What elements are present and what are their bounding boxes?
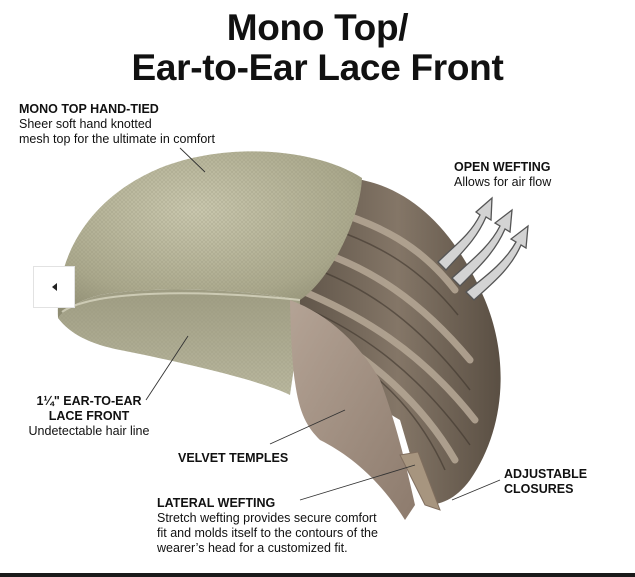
velvet-temples-heading: VELVET TEMPLES [178, 451, 289, 465]
open-wefting-heading: OPEN WEFTING [454, 160, 551, 174]
mono-top-label: MONO TOP HAND-TIED Sheer soft hand knott… [19, 102, 215, 147]
lateral-wefting-desc-1: Stretch wefting provides secure comfort [157, 511, 377, 525]
mono-top-desc-1: Sheer soft hand knotted [19, 117, 152, 131]
page-title-line2: Ear-to-Ear Lace Front [131, 47, 504, 88]
velvet-temples-label: VELVET TEMPLES [178, 451, 288, 466]
lace-front-heading-1: 1¼" EAR-TO-EAR [36, 394, 142, 408]
open-wefting-desc: Allows for air flow [454, 175, 552, 189]
page-title-line1: Mono Top/ [226, 7, 409, 48]
velvet-temple [290, 300, 415, 520]
lateral-wefting-label: LATERAL WEFTING Stretch wefting provides… [157, 496, 378, 556]
mono-top-heading: MONO TOP HAND-TIED [19, 102, 159, 116]
callout-lines [145, 147, 501, 501]
adjustable-closures-label: ADJUSTABLE CLOSURES [504, 467, 587, 497]
lace-front-heading-2: LACE FRONT [48, 409, 130, 423]
airflow-arrows [437, 196, 529, 301]
lateral-wefting-heading: LATERAL WEFTING [157, 496, 276, 510]
chevron-left-icon [51, 283, 57, 291]
lace-front-desc: Undetectable hair line [28, 424, 150, 438]
adjustable-closures-heading-1: ADJUSTABLE [504, 467, 588, 481]
mono-top-desc-2: mesh top for the ultimate in comfort [19, 132, 215, 146]
open-wefting-label: OPEN WEFTING Allows for air flow [454, 160, 551, 190]
lateral-wefting-desc-3: wearer’s head for a customized fit. [157, 541, 348, 555]
bottom-border [0, 573, 635, 577]
lateral-wefting-desc-2: fit and molds itself to the contours of … [157, 526, 378, 540]
lace-front-label: 1¼" EAR-TO-EAR LACE FRONT Undetectable h… [14, 394, 164, 439]
previous-image-button[interactable] [33, 266, 75, 308]
adjustable-closures-heading-2: CLOSURES [504, 482, 574, 496]
